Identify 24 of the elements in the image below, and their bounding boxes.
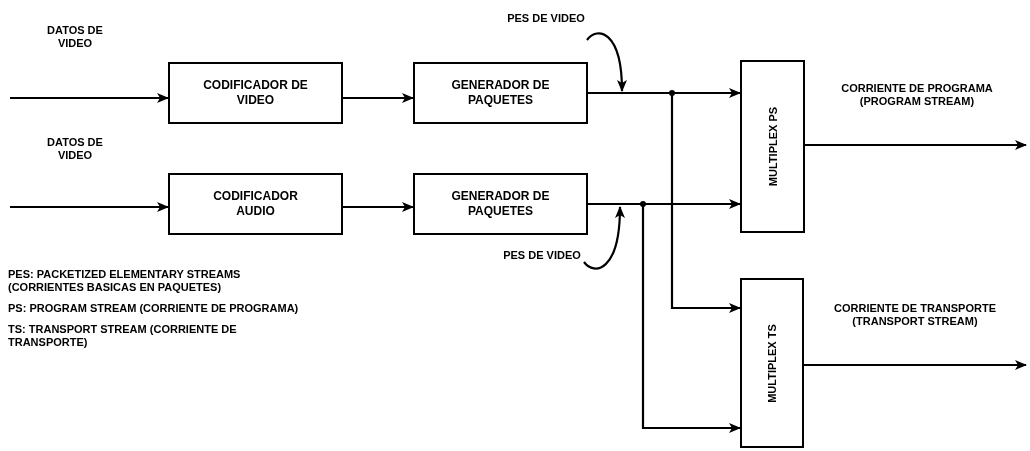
arrow <box>343 202 414 212</box>
multiplexer-box: MULTIPLEX PS <box>740 60 805 233</box>
process-box: GENERADOR DE PAQUETES <box>413 62 588 124</box>
arrow <box>588 91 741 313</box>
edge-label: DATOS DE VIDEO <box>46 136 104 162</box>
process-box: CODIFICADOR AUDIO <box>168 173 343 235</box>
annotation-text: PES DE VIDEO <box>505 12 587 48</box>
abbreviation-note: TS: TRANSPORT STREAM (CORRIENTE DE TRANSPORTE) <box>8 323 238 349</box>
arrow <box>588 202 741 433</box>
edge-label: CORRIENTE DE PROGRAMA (PROGRAM STREAM) <box>840 82 994 108</box>
process-box: CODIFICADOR DE VIDEO <box>168 62 343 124</box>
arrow <box>10 93 169 103</box>
arrow <box>10 202 169 212</box>
leader-line <box>586 32 627 92</box>
process-box: GENERADOR DE PAQUETES <box>413 173 588 235</box>
arrow <box>804 360 1027 370</box>
arrow <box>343 93 414 103</box>
multiplexer-box: MULTIPLEX TS <box>740 278 804 448</box>
arrow <box>805 140 1027 150</box>
edge-label: DATOS DE VIDEO <box>46 24 104 50</box>
abbreviation-note: PS: PROGRAM STREAM (CORRIENTE DE PROGRAMA) <box>8 302 300 315</box>
abbreviation-note: PES: PACKETIZED ELEMENTARY STREAMS (CORRIENTES BASICAS EN PAQUETES) <box>8 268 242 294</box>
annotation-text: PES DE VIDEO <box>500 249 584 285</box>
edge-label: CORRIENTE DE TRANSPORTE (TRANSPORT STREAM) <box>833 302 997 328</box>
